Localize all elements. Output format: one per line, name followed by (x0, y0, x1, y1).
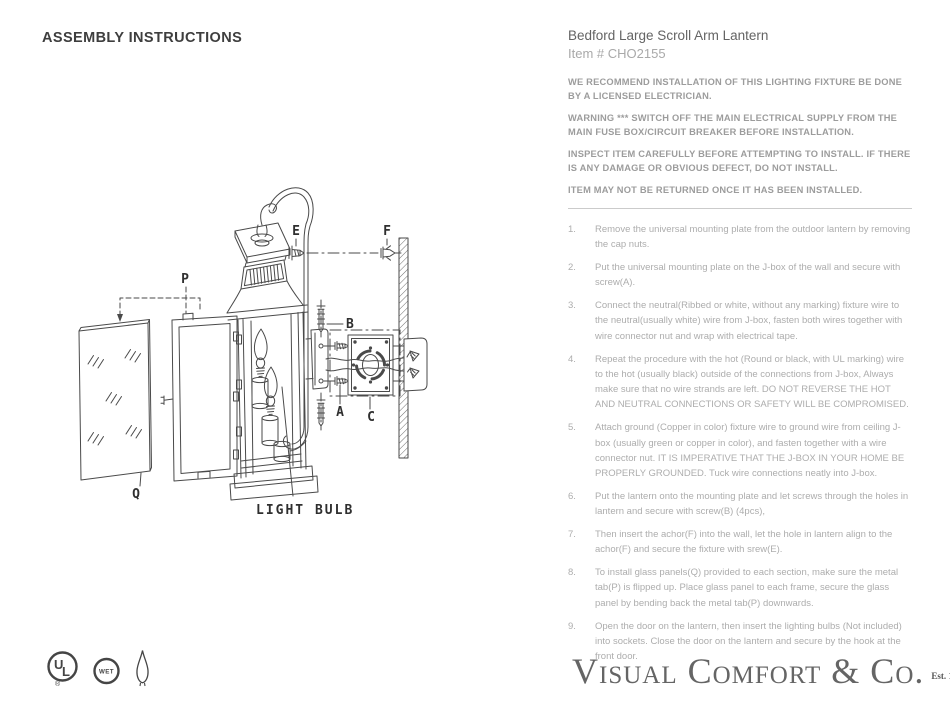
warning-line: ITEM MAY NOT BE RETURNED ONCE IT HAS BEE… (568, 185, 863, 195)
svg-text:L: L (62, 664, 70, 679)
label-p: P (181, 272, 189, 287)
step-text: Connect the neutral(Ribbed or white, wit… (595, 300, 903, 342)
svg-text:®: ® (55, 680, 61, 687)
scroll-arm (268, 187, 314, 450)
label-f: F (383, 224, 391, 239)
label-b: B (346, 317, 354, 332)
warning-line: WE RECOMMEND INSTALLATION OF THIS LIGHTI… (568, 77, 903, 101)
screw-a (316, 384, 341, 431)
screw-b (316, 299, 344, 338)
step-text: Repeat the procedure with the hot (Round… (595, 353, 909, 411)
assembly-step: 8. To install glass panels(Q) provided to… (568, 565, 912, 611)
label-e: E (292, 224, 300, 239)
flame-bulb-icon (136, 650, 149, 687)
glass-panel (78, 319, 152, 487)
warning-line: WARNING *** SWITCH OFF THE MAIN ELECTRIC… (568, 113, 898, 137)
brand-established: Est. 1987 (931, 671, 950, 681)
step-number: 4. (568, 353, 576, 365)
assembly-step: 7. Then insert the achor(F) into the wall… (568, 527, 912, 558)
page-title: ASSEMBLY INSTRUCTIONS (42, 30, 243, 46)
brand-name: Visual Comfort & Co. (572, 651, 925, 691)
product-name: Bedford Large Scroll Arm Lantern (568, 28, 769, 43)
assembly-steps-list: 1. Remove the universal mounting plate fr… (568, 222, 912, 664)
certification-marks: U L ® WET (46, 649, 151, 687)
step-text: Put the lantern onto the mounting plate … (595, 490, 909, 518)
exploded-view-diagram: E F P B A C Q LIGHT BULB (78, 187, 428, 518)
assembly-step: 2. Put the universal mounting plate on th… (568, 260, 912, 291)
step-number: 8. (568, 567, 576, 579)
screw-e (288, 238, 305, 261)
label-light-bulb: LIGHT BULB (256, 503, 354, 518)
step-text: To install glass panels(Q) provided to e… (595, 567, 899, 609)
divider (568, 208, 912, 209)
ul-icon: U L ® (47, 651, 78, 687)
mounting-plate (329, 329, 401, 410)
assembly-step: 3. Connect the neutral(Ribbed or white, w… (568, 298, 912, 344)
assembly-step: 4. Repeat the procedure with the hot (Rou… (568, 352, 912, 413)
lantern-body (226, 203, 319, 501)
label-a: A (336, 405, 344, 420)
step-number: 6. (568, 490, 576, 502)
step-number: 5. (568, 422, 576, 434)
anchor-f (380, 238, 402, 261)
light-bulb-leader (281, 386, 294, 497)
assembly-step: 1. Remove the universal mounting plate fr… (568, 222, 912, 253)
step-number: 3. (568, 300, 576, 312)
step-text: Then insert the achor(F) into the wall, … (595, 529, 893, 556)
step-number: 7. (568, 529, 576, 541)
assembly-step: 5. Attach ground (Copper in color) fixtur… (568, 420, 912, 481)
step-number: 1. (568, 224, 576, 235)
step-number: 9. (568, 620, 576, 632)
svg-text:WET: WET (99, 668, 114, 675)
step-text: Remove the universal mounting plate from… (595, 224, 911, 251)
lantern-door (160, 312, 239, 482)
step-text: Open the door on the lantern, then inser… (595, 620, 902, 663)
step-text: Put the universal mounting plate on the … (595, 262, 901, 289)
lantern-backplate (305, 328, 329, 390)
warning-line: INSPECT ITEM CAREFULLY BEFORE ATTEMPTING… (568, 149, 911, 173)
item-number: Item # CHO2155 (568, 46, 666, 61)
svg-text:U: U (54, 657, 63, 672)
label-c: C (367, 410, 375, 425)
fixture-wires (325, 356, 409, 373)
assembly-step: 9. Open the door on the lantern, then ins… (568, 619, 912, 665)
assembly-step: 6. Put the lantern onto the mounting plat… (568, 489, 912, 520)
junction-box (403, 337, 428, 392)
brand-logo: Visual Comfort & Co. Est. 1987 (572, 650, 950, 692)
wet-rated-icon: WET (93, 657, 120, 685)
step-number: 2. (568, 262, 576, 274)
instructions-column: Bedford Large Scroll Arm Lantern Item # … (568, 28, 912, 672)
label-q: Q (132, 487, 140, 502)
tab-callout (117, 286, 201, 322)
warnings-block: WE RECOMMEND INSTALLATION OF THIS LIGHTI… (568, 75, 912, 197)
step-text: Attach ground (Copper in color) fixture … (595, 422, 905, 480)
